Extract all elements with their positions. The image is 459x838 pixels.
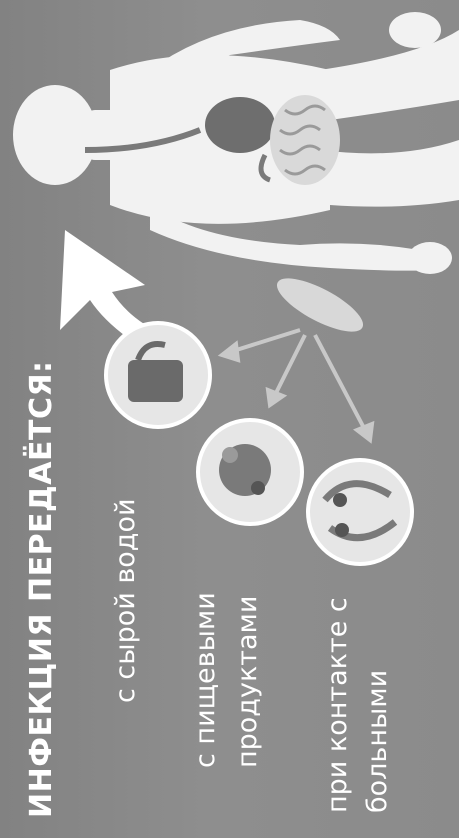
route-label-food-line1: с пищевыми <box>188 592 224 768</box>
route-label-food-line2: продуктами <box>230 596 266 768</box>
route-label-contact-line1: при контакте с <box>320 597 356 813</box>
route-label-contact-line2: больными <box>360 670 396 813</box>
heading: ИНФЕКЦИЯ ПЕРЕДАЁТСЯ: <box>24 360 59 818</box>
route-label-water: с сырой водой <box>108 498 144 703</box>
